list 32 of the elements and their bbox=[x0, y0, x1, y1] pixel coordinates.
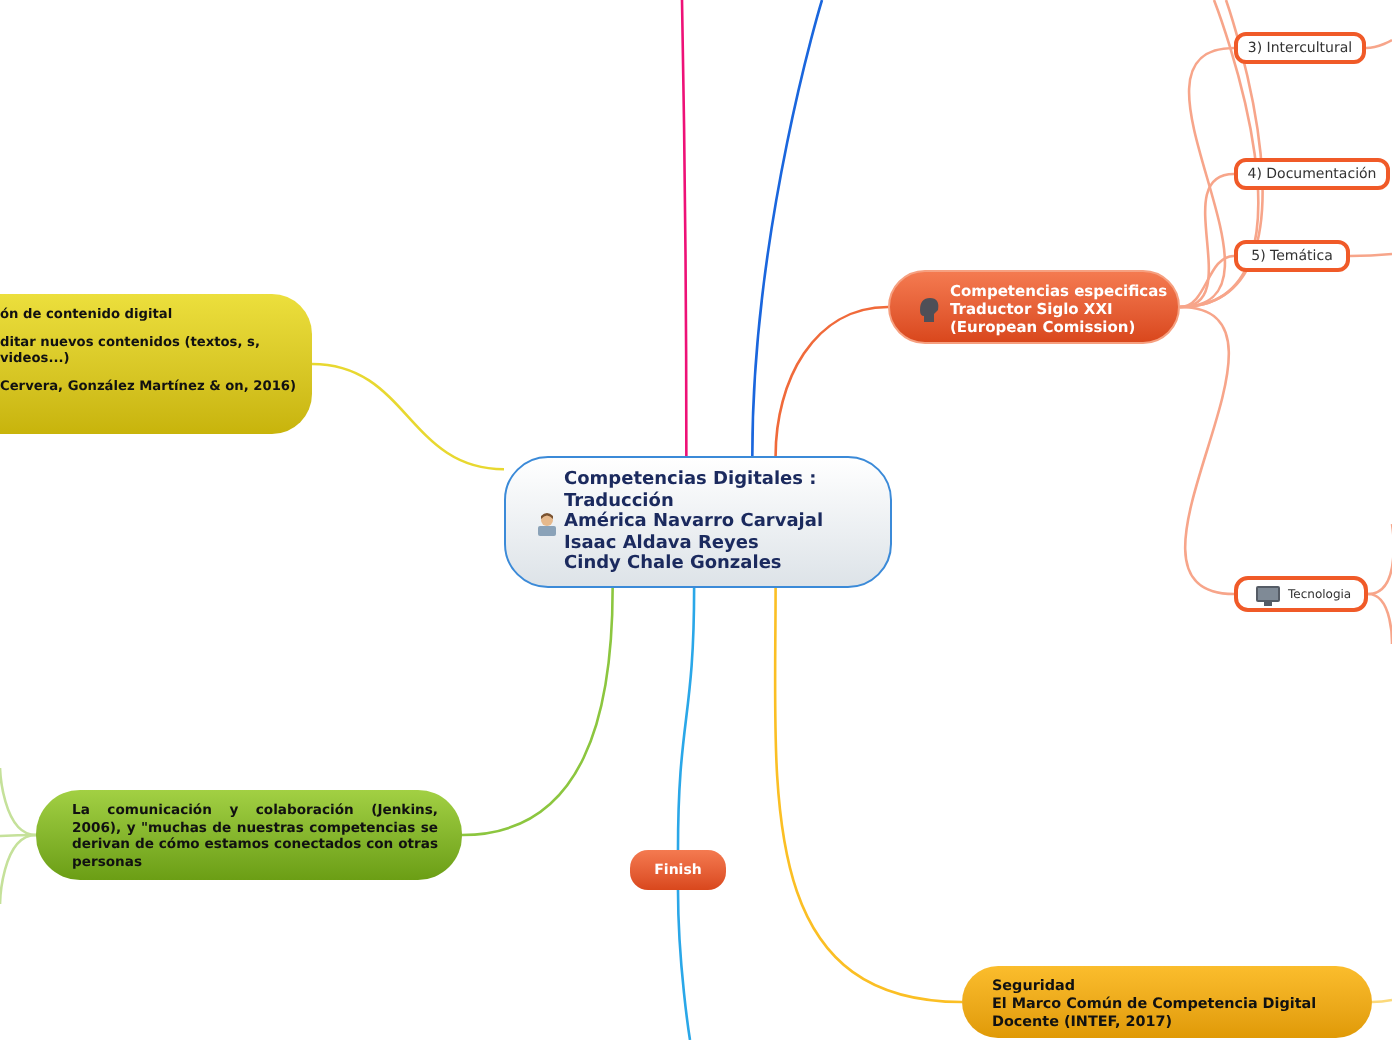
connector-line bbox=[680, 0, 688, 456]
topic-box bbox=[0, 294, 312, 434]
connector-line bbox=[311, 362, 505, 471]
connector-line bbox=[1367, 592, 1392, 644]
topic-box bbox=[36, 790, 462, 880]
connector-line bbox=[676, 890, 692, 1040]
subtopic-box bbox=[1234, 240, 1350, 272]
connector-line bbox=[461, 587, 614, 837]
connector-line bbox=[1371, 998, 1392, 1004]
node-text: Competencias Digitales : Traducción bbox=[564, 470, 819, 511]
subtopic-box bbox=[1234, 32, 1366, 64]
central-topic-box bbox=[504, 456, 892, 588]
connector-line bbox=[1365, 38, 1392, 50]
connector-line bbox=[0, 833, 37, 905]
connector-line bbox=[773, 588, 963, 1004]
node-text: América Navarro Carvajal bbox=[564, 512, 826, 533]
connector-line bbox=[774, 305, 889, 457]
node-text: Isaac Aldava Reyes bbox=[564, 533, 761, 554]
connector-line bbox=[1179, 305, 1235, 596]
node-text: Cindy Chale Gonzales bbox=[564, 554, 784, 575]
topic-box bbox=[962, 966, 1372, 1038]
subtopic-box bbox=[1234, 158, 1390, 190]
connector-line bbox=[0, 833, 36, 838]
connector-line bbox=[751, 0, 824, 457]
connector-line bbox=[0, 767, 37, 837]
connector-line bbox=[1179, 254, 1235, 309]
connector-line bbox=[1367, 523, 1392, 596]
topic-box bbox=[888, 270, 1180, 344]
subtopic-box bbox=[1234, 576, 1368, 612]
connector-line bbox=[1350, 252, 1392, 258]
connector-line bbox=[676, 588, 696, 850]
finish-box bbox=[630, 850, 726, 890]
